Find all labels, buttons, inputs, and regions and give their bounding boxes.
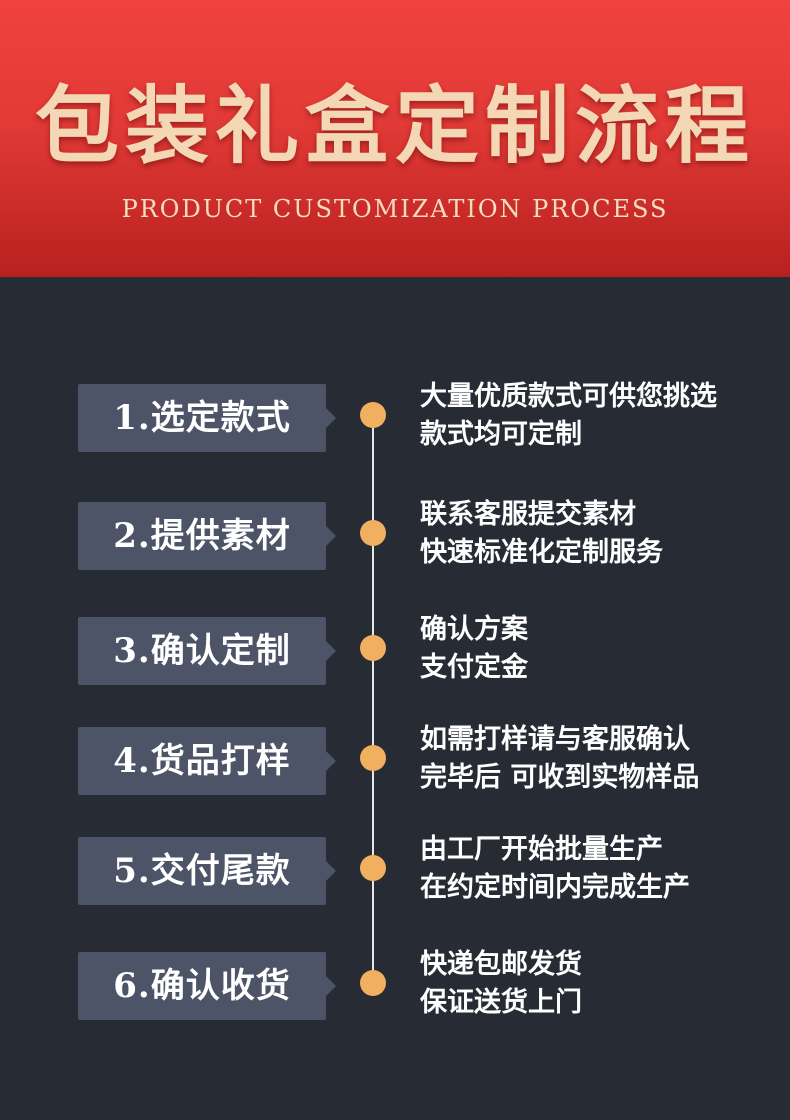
- timeline-dot: [360, 970, 386, 996]
- step-description: 联系客服提交素材 快速标准化定制服务: [420, 496, 780, 572]
- process-step-1: 1.选定款式 大量优质款式可供您挑选 款式均可定制: [0, 380, 790, 460]
- step-label: 1.选定款式: [78, 384, 336, 452]
- timeline-dot: [360, 402, 386, 428]
- step-description-line: 支付定金: [420, 652, 528, 683]
- step-description-line: 快速标准化定制服务: [420, 537, 663, 568]
- step-description-line: 确认方案: [420, 614, 528, 645]
- process-step-2: 2.提供素材 联系客服提交素材 快速标准化定制服务: [0, 498, 790, 578]
- process-step-4: 4.货品打样 如需打样请与客服确认 完毕后 可收到实物样品: [0, 723, 790, 803]
- timeline-dot: [360, 635, 386, 661]
- step-description-line: 大量优质款式可供您挑选: [420, 381, 717, 412]
- step-label: 3.确认定制: [78, 617, 336, 685]
- process-step-5: 5.交付尾款 由工厂开始批量生产 在约定时间内完成生产: [0, 833, 790, 913]
- step-description: 大量优质款式可供您挑选 款式均可定制: [420, 378, 780, 454]
- timeline-dot: [360, 855, 386, 881]
- process-step-6: 6.确认收货 快递包邮发货 保证送货上门: [0, 948, 790, 1028]
- timeline-dot: [360, 745, 386, 771]
- header-banner: 包装礼盒定制流程 PRODUCT CUSTOMIZATION PROCESS: [0, 0, 790, 277]
- step-label: 4.货品打样: [78, 727, 336, 795]
- step-description-line: 快递包邮发货: [420, 949, 582, 980]
- step-description: 由工厂开始批量生产 在约定时间内完成生产: [420, 831, 780, 907]
- timeline-line: [372, 418, 374, 988]
- step-description-line: 在约定时间内完成生产: [420, 872, 690, 903]
- step-description: 如需打样请与客服确认 完毕后 可收到实物样品: [420, 721, 780, 797]
- step-description: 快递包邮发货 保证送货上门: [420, 946, 780, 1022]
- step-description-line: 联系客服提交素材: [420, 499, 636, 530]
- step-description-line: 款式均可定制: [420, 419, 582, 450]
- step-description-line: 完毕后 可收到实物样品: [420, 762, 700, 793]
- process-step-3: 3.确认定制 确认方案 支付定金: [0, 613, 790, 693]
- step-label: 2.提供素材: [78, 502, 336, 570]
- timeline-dot: [360, 520, 386, 546]
- step-description-line: 如需打样请与客服确认: [420, 724, 690, 755]
- page-subtitle: PRODUCT CUSTOMIZATION PROCESS: [121, 195, 669, 223]
- step-label: 6.确认收货: [78, 952, 336, 1020]
- step-description-line: 保证送货上门: [420, 987, 582, 1018]
- step-description-line: 由工厂开始批量生产: [420, 834, 663, 865]
- step-label: 5.交付尾款: [78, 837, 336, 905]
- step-description: 确认方案 支付定金: [420, 611, 780, 687]
- page-title: 包装礼盒定制流程: [34, 76, 755, 175]
